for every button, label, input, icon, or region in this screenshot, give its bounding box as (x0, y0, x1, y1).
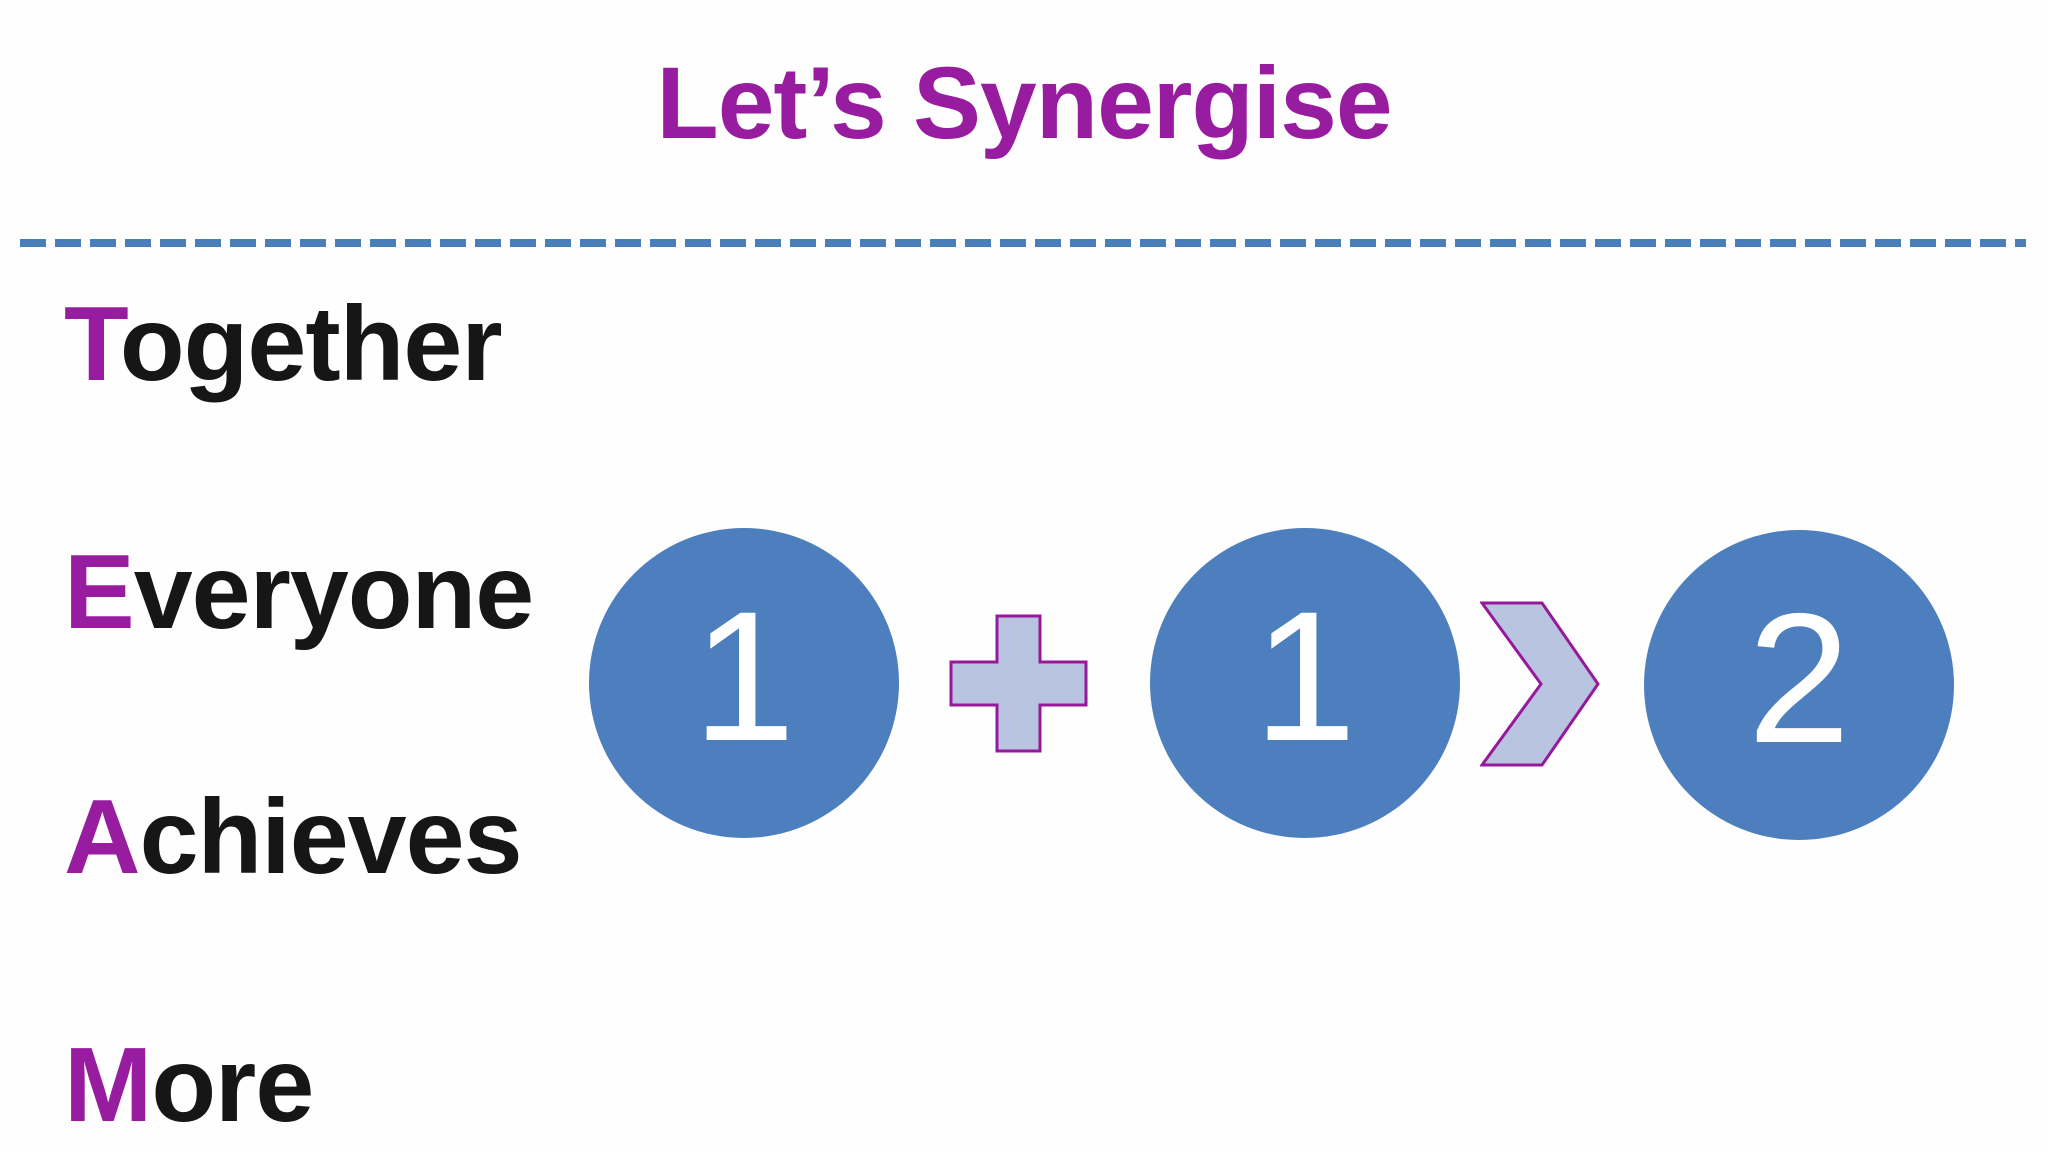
team-word-everyone: Everyone (64, 539, 534, 645)
team-rest-everyone: veryone (133, 533, 535, 651)
team-word-achieves: Achieves (64, 784, 523, 890)
circle-one-left: 1 (589, 528, 899, 838)
team-word-together: Together (64, 291, 503, 397)
circle-one-right-value: 1 (1253, 573, 1357, 780)
slide-title: Let’s Synergise (656, 46, 1392, 160)
team-word-more: More (64, 1032, 314, 1138)
circle-two-result: 2 (1644, 530, 1954, 840)
dashed-divider (20, 239, 2026, 247)
team-initial-m: M (64, 1026, 152, 1144)
team-rest-achieves: chieves (139, 778, 523, 896)
circle-one-left-value: 1 (692, 573, 796, 780)
team-rest-together: ogether (119, 285, 503, 403)
team-initial-e: E (64, 533, 135, 651)
team-initial-a: A (64, 778, 141, 896)
circle-one-right: 1 (1150, 528, 1460, 838)
greater-than-chevron-icon (1480, 601, 1600, 767)
circle-two-result-value: 2 (1747, 575, 1851, 782)
team-initial-t: T (64, 285, 121, 403)
team-rest-more: ore (151, 1026, 314, 1144)
plus-icon (949, 614, 1088, 753)
